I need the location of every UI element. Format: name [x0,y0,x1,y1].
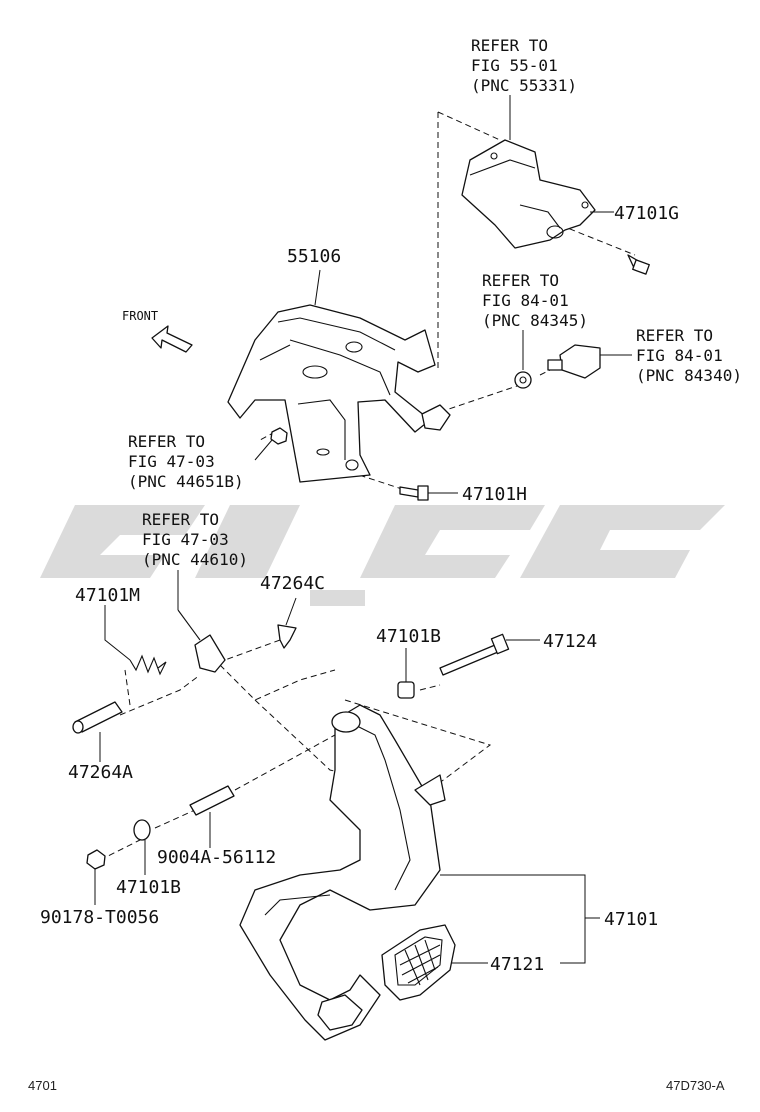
clip-84345 [514,371,532,389]
reference-fig-84-01-84345: REFER TO FIG 84-01 (PNC 84345) [482,271,588,330]
brake-pedal-arm [239,704,446,1041]
callout-47101G: 47101G [614,203,679,224]
clevis-44610 [177,609,226,673]
watermark-logo [40,505,725,606]
callout-47264C: 47264C [260,573,325,594]
callout-47124: 47124 [543,631,597,652]
ref-55-01-line3: (PNC 55331) [471,76,577,95]
bushing-47101B-lower [133,819,151,841]
callout-47121: 47121 [490,954,544,975]
assembly-dashed-lines [99,111,636,861]
callout-55106: 55106 [287,246,341,267]
pin-47264A [72,701,123,734]
ref-84340-line3: (PNC 84340) [636,366,742,385]
ref-84345-line2: FIG 84-01 [482,291,569,310]
clip-47264C [277,624,297,649]
ref-44651B-line1: REFER TO [128,432,205,451]
front-label: FRONT [122,309,158,323]
pedal-support-bracket [227,304,451,483]
ref-84340-line2: FIG 84-01 [636,346,723,365]
upper-mounting-bracket [461,139,596,249]
bolt-47101H [399,485,429,501]
ref-55-01-line2: FIG 55-01 [471,56,558,75]
spring-47101M [129,654,167,676]
callout-47101H: 47101H [462,484,527,505]
reference-fig-47-03-44610: REFER TO FIG 47-03 (PNC 44610) [142,510,248,569]
collar-9004A [189,785,235,816]
callout-9004A-56112: 9004A-56112 [157,847,276,868]
ref-44610-line1: REFER TO [142,510,219,529]
bushing-47101B-upper [397,681,415,699]
ref-84340-line1: REFER TO [636,326,713,345]
ref-44651B-line2: FIG 47-03 [128,452,215,471]
nut-44651B [270,427,288,445]
reference-fig-47-03-44651B: REFER TO FIG 47-03 (PNC 44651B) [128,432,244,491]
bolt-47124 [439,633,510,676]
ref-55-01-line1: REFER TO [471,36,548,55]
ref-44651B-line3: (PNC 44651B) [128,472,244,491]
leader-lines [94,95,632,964]
callout-90178-T0056: 90178-T0056 [40,907,159,928]
reference-fig-55-01: REFER TO FIG 55-01 (PNC 55331) [471,36,577,95]
reference-fig-84-01-84340: REFER TO FIG 84-01 (PNC 84340) [636,326,742,385]
callout-47101B-upper: 47101B [376,626,441,647]
nut-90178 [86,849,106,870]
ref-44610-line2: FIG 47-03 [142,530,229,549]
callout-47101B-lower: 47101B [116,877,181,898]
callout-47101: 47101 [604,909,658,930]
footer-figure-number: 4701 [28,1078,57,1093]
ref-84345-line1: REFER TO [482,271,559,290]
footer-illustration-code: 47D730-A [666,1078,725,1093]
ref-44610-line3: (PNC 44610) [142,550,248,569]
bolt-47101G [627,254,650,275]
switch-84340 [547,344,601,379]
callout-47264A: 47264A [68,762,133,783]
callout-47101M: 47101M [75,585,140,606]
front-direction-arrow [151,325,193,353]
ref-84345-line3: (PNC 84345) [482,311,588,330]
pedal-pad-47121 [381,924,456,1001]
